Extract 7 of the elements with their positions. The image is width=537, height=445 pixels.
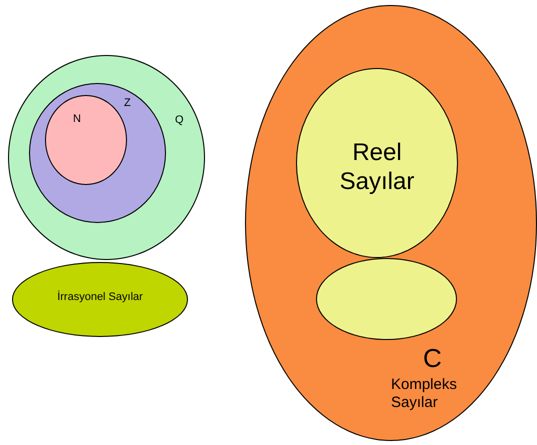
set-label: İrrasyonel Sayılar [57,291,143,303]
set-symbol: C [423,343,442,374]
set-label: N [73,113,81,125]
set-label: Z [124,97,131,109]
set-label: Kompleks Sayılar [391,376,458,412]
set-label: Q [175,114,184,126]
set-label: Reel Sayılar [338,139,416,197]
